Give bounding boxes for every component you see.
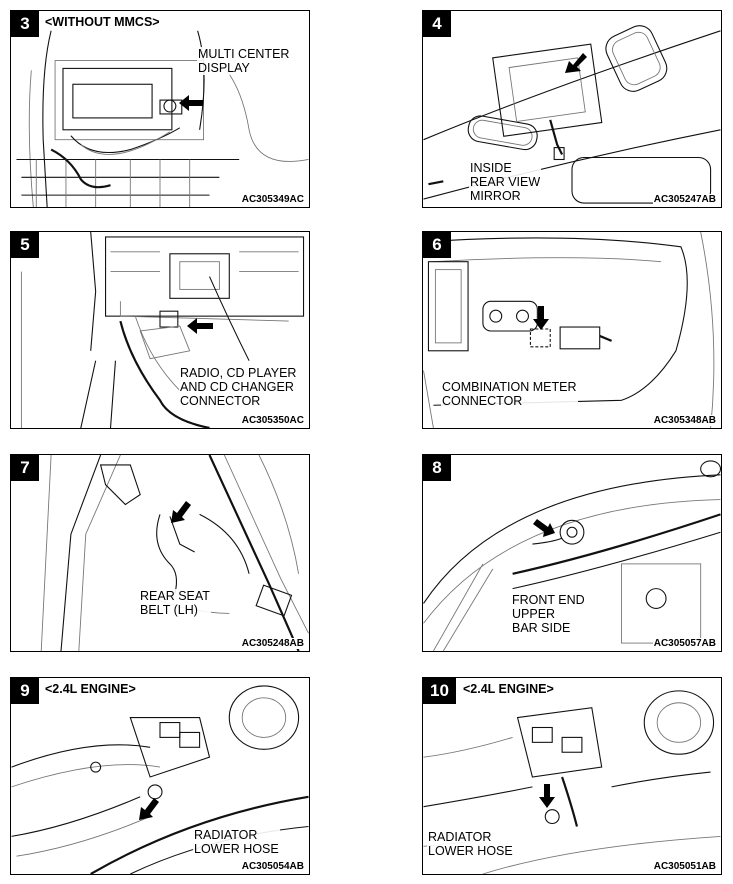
step-number: 8 (423, 455, 451, 481)
panel-9: 9 <2.4L ENGINE> RADIATOR LOWER HOSE AC30… (10, 677, 310, 875)
callout-label: RADIATOR LOWER HOSE (427, 830, 514, 858)
dashboard-center-illustration (16, 30, 309, 207)
callout-label: REAR SEAT BELT (LH) (139, 589, 211, 617)
callout-label: INSIDE REAR VIEW MIRROR (469, 161, 542, 203)
callout-label: MULTI CENTER DISPLAY (197, 47, 291, 75)
arrow-icon (179, 95, 203, 111)
headliner-illustration (423, 25, 721, 204)
step-number: 5 (11, 232, 39, 258)
radiator-lower-hose-illustration (11, 685, 309, 874)
panel-3: 3 <WITHOUT MMCS> MULTI CENTER DISPLAY AC… (10, 10, 310, 208)
arrow-icon (565, 53, 587, 73)
step-number: 3 (11, 11, 39, 37)
step-number: 10 (423, 678, 456, 704)
radiator-lower-hose-illustration (423, 690, 721, 874)
figure-code: AC305054AB (240, 861, 305, 872)
figure-code: AC305350AC (240, 415, 305, 426)
figure-code: AC305248AB (240, 638, 305, 649)
arrow-icon (533, 519, 555, 537)
figure-code: AC305247AB (652, 194, 717, 205)
arrow-icon (171, 501, 191, 523)
step-number: 4 (423, 11, 451, 37)
figure-code: AC305051AB (652, 861, 717, 872)
callout-label: RADIO, CD PLAYER AND CD CHANGER CONNECTO… (179, 366, 298, 408)
arrow-icon (539, 784, 555, 808)
figure-code: AC305057AB (652, 638, 717, 649)
rear-seat-belt-illustration (40, 455, 309, 651)
arrow-icon (139, 798, 159, 820)
condition-label: <2.4L ENGINE> (43, 682, 138, 696)
combination-meter-illustration (423, 232, 715, 428)
callout-label: COMBINATION METER CONNECTOR (441, 380, 578, 408)
panel-5: 5 RADIO, CD PLAYER AND CD CHANGER CONNEC… (10, 231, 310, 429)
figure-code: AC305348AB (652, 415, 717, 426)
front-end-upper-bar-illustration (423, 460, 721, 651)
step-number: 9 (11, 678, 39, 704)
step-number: 6 (423, 232, 451, 258)
audio-connector-illustration (20, 232, 305, 428)
condition-label: <2.4L ENGINE> (461, 682, 556, 696)
panel-7: 7 REAR SEAT BELT (LH) AC305248AB (10, 454, 310, 652)
callout-label: FRONT END UPPER BAR SIDE (511, 593, 586, 635)
figure-code: AC305349AC (240, 194, 305, 205)
panel-6: 6 COMBINATION METER CONNECTOR AC305348AB (422, 231, 722, 429)
callout-label: RADIATOR LOWER HOSE (193, 828, 280, 856)
step-number: 7 (11, 455, 39, 481)
panel-4: 4 INSIDE REAR VIEW MIRROR AC305247AB (422, 10, 722, 208)
arrow-icon (533, 306, 549, 330)
condition-label: <WITHOUT MMCS> (43, 15, 162, 29)
panel-10: 10 <2.4L ENGINE> RADIATOR LOWER HOSE AC3… (422, 677, 722, 875)
arrow-icon (187, 318, 213, 334)
panel-8: 8 FRONT END UPPER BAR SIDE AC305057AB (422, 454, 722, 652)
